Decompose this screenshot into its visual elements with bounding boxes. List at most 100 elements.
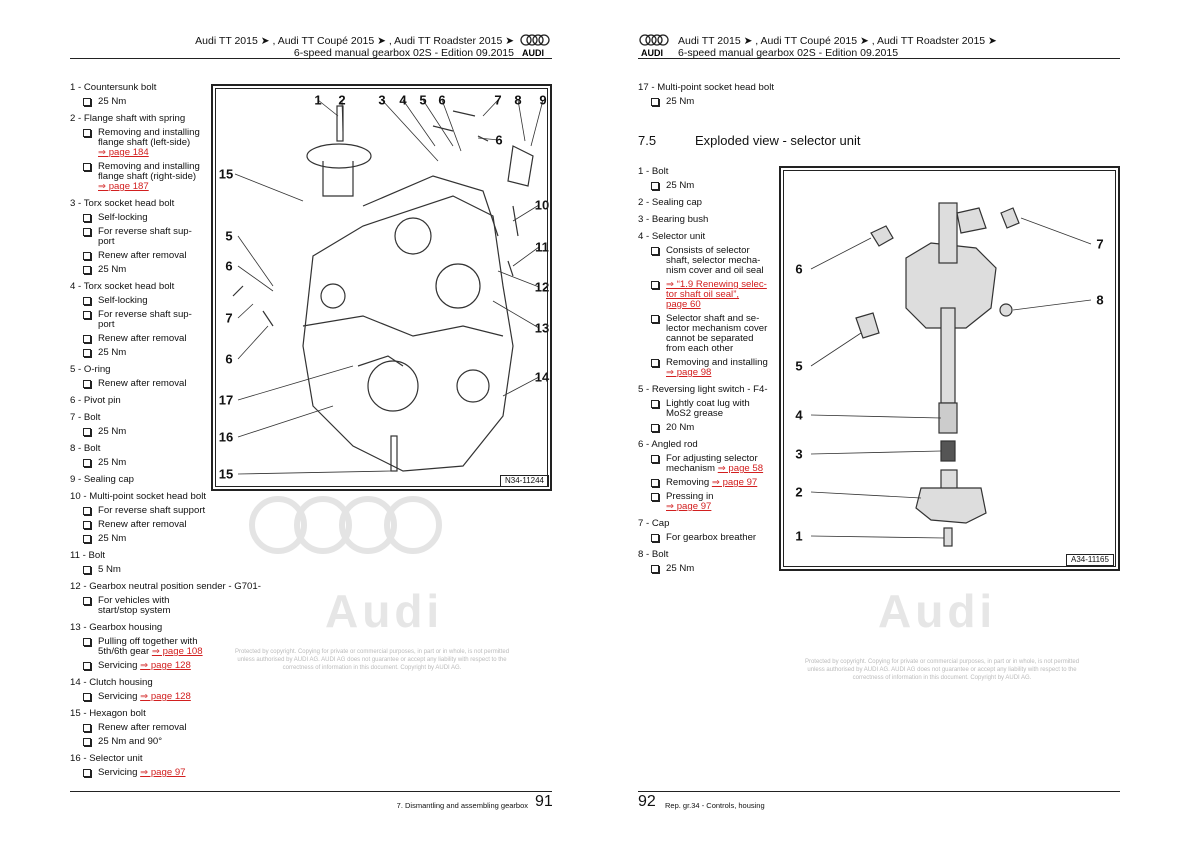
checkbox-bullet-icon — [83, 252, 91, 260]
checkbox-bullet-icon — [83, 507, 91, 515]
note-text: Removing and installing — [666, 357, 768, 368]
page-reference-link[interactable]: ⇒ page 128 — [140, 691, 191, 702]
page-reference-link[interactable]: ⇒ page 184 — [98, 147, 149, 158]
page-reference-link[interactable]: ⇒ page 97 — [140, 767, 186, 778]
gearbox-housing-exploded-figure: 1 2 3 4 5 6 7 8 9 6 10 11 12 13 14 15 5 … — [211, 84, 552, 491]
checkbox-bullet-icon — [83, 266, 91, 274]
page-reference-link[interactable]: ⇒ page 97 — [666, 501, 712, 512]
watermark-copyright: Protected by copyright. Copying for priv… — [234, 649, 510, 671]
page-reference-link[interactable]: ⇒ “1.9 Renewing selec- tor shaft oil sea… — [666, 279, 767, 310]
part-note: Removing ⇒ page 97 — [638, 476, 778, 490]
callout-16: 16 — [218, 429, 234, 445]
checkbox-bullet-icon — [83, 566, 91, 574]
part-heading: 12 - Gearbox neutral position sender - G… — [70, 581, 261, 592]
note-text: 25 Nm — [98, 533, 127, 544]
audi-logo: AUDI — [520, 34, 550, 58]
part-note: Pulling off together with 5th/6th gear ⇒… — [70, 635, 210, 659]
part-note: For gearbox breather — [638, 531, 778, 545]
callout-5: 5 — [419, 92, 427, 108]
header-rule — [638, 58, 1120, 59]
left-page-header: Audi TT 2015 ➤ , Audi TT Coupé 2015 ➤ , … — [195, 35, 514, 59]
note-text: Renew after removal — [98, 250, 187, 261]
note-text: For gearbox breather — [666, 532, 757, 543]
note-text: Pulling off together with 5th/6th gear — [98, 636, 198, 657]
part-heading: 8 - Bolt — [638, 549, 669, 560]
header-models: Audi TT 2015 ➤ , Audi TT Coupé 2015 ➤ , … — [195, 35, 514, 47]
page-reference-link[interactable]: ⇒ page 187 — [98, 181, 149, 192]
section-title: Exploded view - selector unit — [695, 133, 861, 148]
part-note: Servicing ⇒ page 97 — [70, 766, 210, 780]
callout-2: 2 — [338, 92, 346, 108]
callout-7: 7 — [1096, 236, 1104, 252]
checkbox-bullet-icon — [651, 315, 659, 323]
page-number: 92 — [638, 793, 656, 810]
checkbox-bullet-icon — [651, 98, 659, 106]
note-text: Consists of selector shaft, selector mec… — [666, 245, 764, 276]
callout-6: 6 — [495, 132, 503, 148]
note-text: Renew after removal — [98, 333, 187, 344]
header-models: Audi TT 2015 ➤ , Audi TT Coupé 2015 ➤ , … — [678, 35, 997, 47]
part-heading: 11 - Bolt — [70, 550, 106, 561]
page-reference-link[interactable]: ⇒ page 97 — [711, 477, 758, 488]
part-note: Removing and installing ⇒ page 98 — [638, 356, 778, 380]
checkbox-bullet-icon — [83, 738, 91, 746]
gearbox-drawing — [232, 99, 544, 475]
checkbox-bullet-icon — [83, 638, 91, 646]
page-reference-link[interactable]: ⇒ page 128 — [140, 660, 191, 671]
note-text: Selector shaft and se- lector mechanism … — [666, 313, 768, 354]
checkbox-bullet-icon — [651, 247, 659, 255]
part-note: 25 Nm and 90° — [70, 735, 210, 749]
part-note: Removing and installing flange shaft (ri… — [70, 160, 210, 194]
section-number: 7.5 — [638, 133, 657, 148]
part-heading: 6 - Pivot pin — [70, 395, 121, 406]
selector-unit-drawing — [810, 202, 1092, 547]
part-note: For reverse shaft support — [70, 504, 210, 518]
callout-7: 7 — [225, 310, 233, 326]
note-text: Renew after removal — [98, 519, 187, 530]
figure-id: N34-11244 — [500, 475, 549, 487]
note-text: 25 Nm — [666, 96, 695, 107]
footer-chapter: Rep. gr.34 - Controls, housing — [665, 801, 765, 810]
svg-text:AUDI: AUDI — [641, 48, 663, 58]
callout-8: 8 — [1096, 292, 1104, 308]
part-heading: 13 - Gearbox housing — [70, 622, 163, 633]
callout-17: 17 — [218, 392, 234, 408]
part-heading: 4 - Torx socket head bolt — [70, 281, 175, 292]
part-heading: 15 - Hexagon bolt — [70, 708, 146, 719]
footer-rule — [638, 791, 1120, 792]
page-reference-link[interactable]: ⇒ page 58 — [717, 463, 764, 474]
callout-13: 13 — [534, 320, 550, 336]
callout-9: 9 — [539, 92, 547, 108]
callout-6: 6 — [795, 261, 803, 277]
part-heading: 5 - O-ring — [70, 364, 111, 375]
callout-15: 15 — [218, 466, 234, 482]
callout-4: 4 — [795, 407, 803, 423]
callout-6: 6 — [438, 92, 446, 108]
callout-5: 5 — [795, 358, 803, 374]
watermark-copyright: Protected by copyright. Copying for priv… — [804, 659, 1080, 681]
note-text: 25 Nm — [98, 347, 127, 358]
checkbox-bullet-icon — [83, 428, 91, 436]
part-heading: 3 - Bearing bush — [638, 214, 709, 225]
part-note: For reverse shaft sup- port — [70, 308, 210, 332]
part-note: 25 Nm — [70, 346, 210, 360]
page-reference-link[interactable]: ⇒ page 108 — [151, 646, 203, 657]
part-heading: 3 - Torx socket head bolt — [70, 198, 175, 209]
checkbox-bullet-icon — [83, 535, 91, 543]
callout-10: 10 — [534, 197, 550, 213]
selector-unit-exploded-figure: 7 6 8 5 4 3 2 1 A34-11165 — [779, 166, 1120, 571]
checkbox-bullet-icon — [83, 380, 91, 388]
note-text: Self-locking — [98, 295, 148, 306]
callout-12: 12 — [534, 279, 550, 295]
callout-7: 7 — [494, 92, 502, 108]
note-text: Renew after removal — [98, 722, 187, 733]
checkbox-bullet-icon — [83, 228, 91, 236]
part-note: Renew after removal — [70, 377, 210, 391]
checkbox-bullet-icon — [651, 424, 659, 432]
page-reference-link[interactable]: ⇒ page 98 — [666, 367, 712, 378]
callout-2: 2 — [795, 484, 803, 500]
part-note: Servicing ⇒ page 128 — [70, 690, 210, 704]
callout-3: 3 — [795, 446, 803, 462]
part-note: Servicing ⇒ page 128 — [70, 659, 210, 673]
